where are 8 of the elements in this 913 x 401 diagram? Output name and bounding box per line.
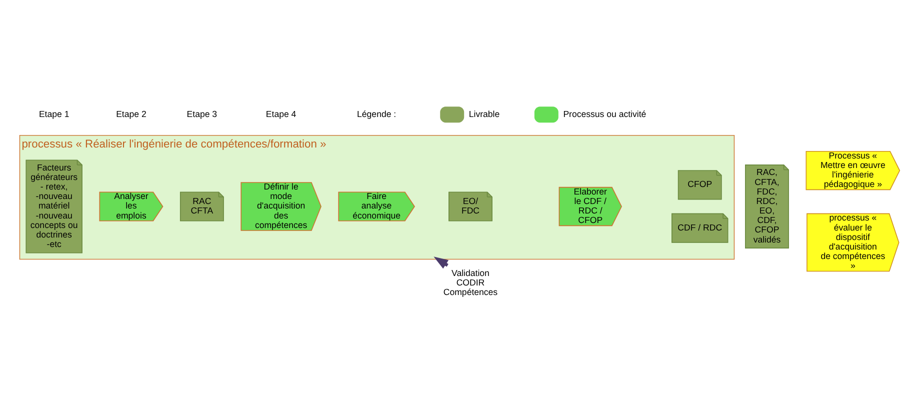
legend-label: Processus ou activité — [563, 108, 646, 119]
label: Légende : — [357, 108, 396, 119]
label: Etape 3 — [186, 108, 218, 119]
label: Etape 4 — [266, 108, 296, 119]
label: Etape 2 — [116, 108, 146, 119]
legend-label: Livrable — [468, 108, 500, 119]
node-text: Validation CODIR Compétences — [443, 268, 498, 298]
label: Etape 1 — [38, 108, 70, 119]
